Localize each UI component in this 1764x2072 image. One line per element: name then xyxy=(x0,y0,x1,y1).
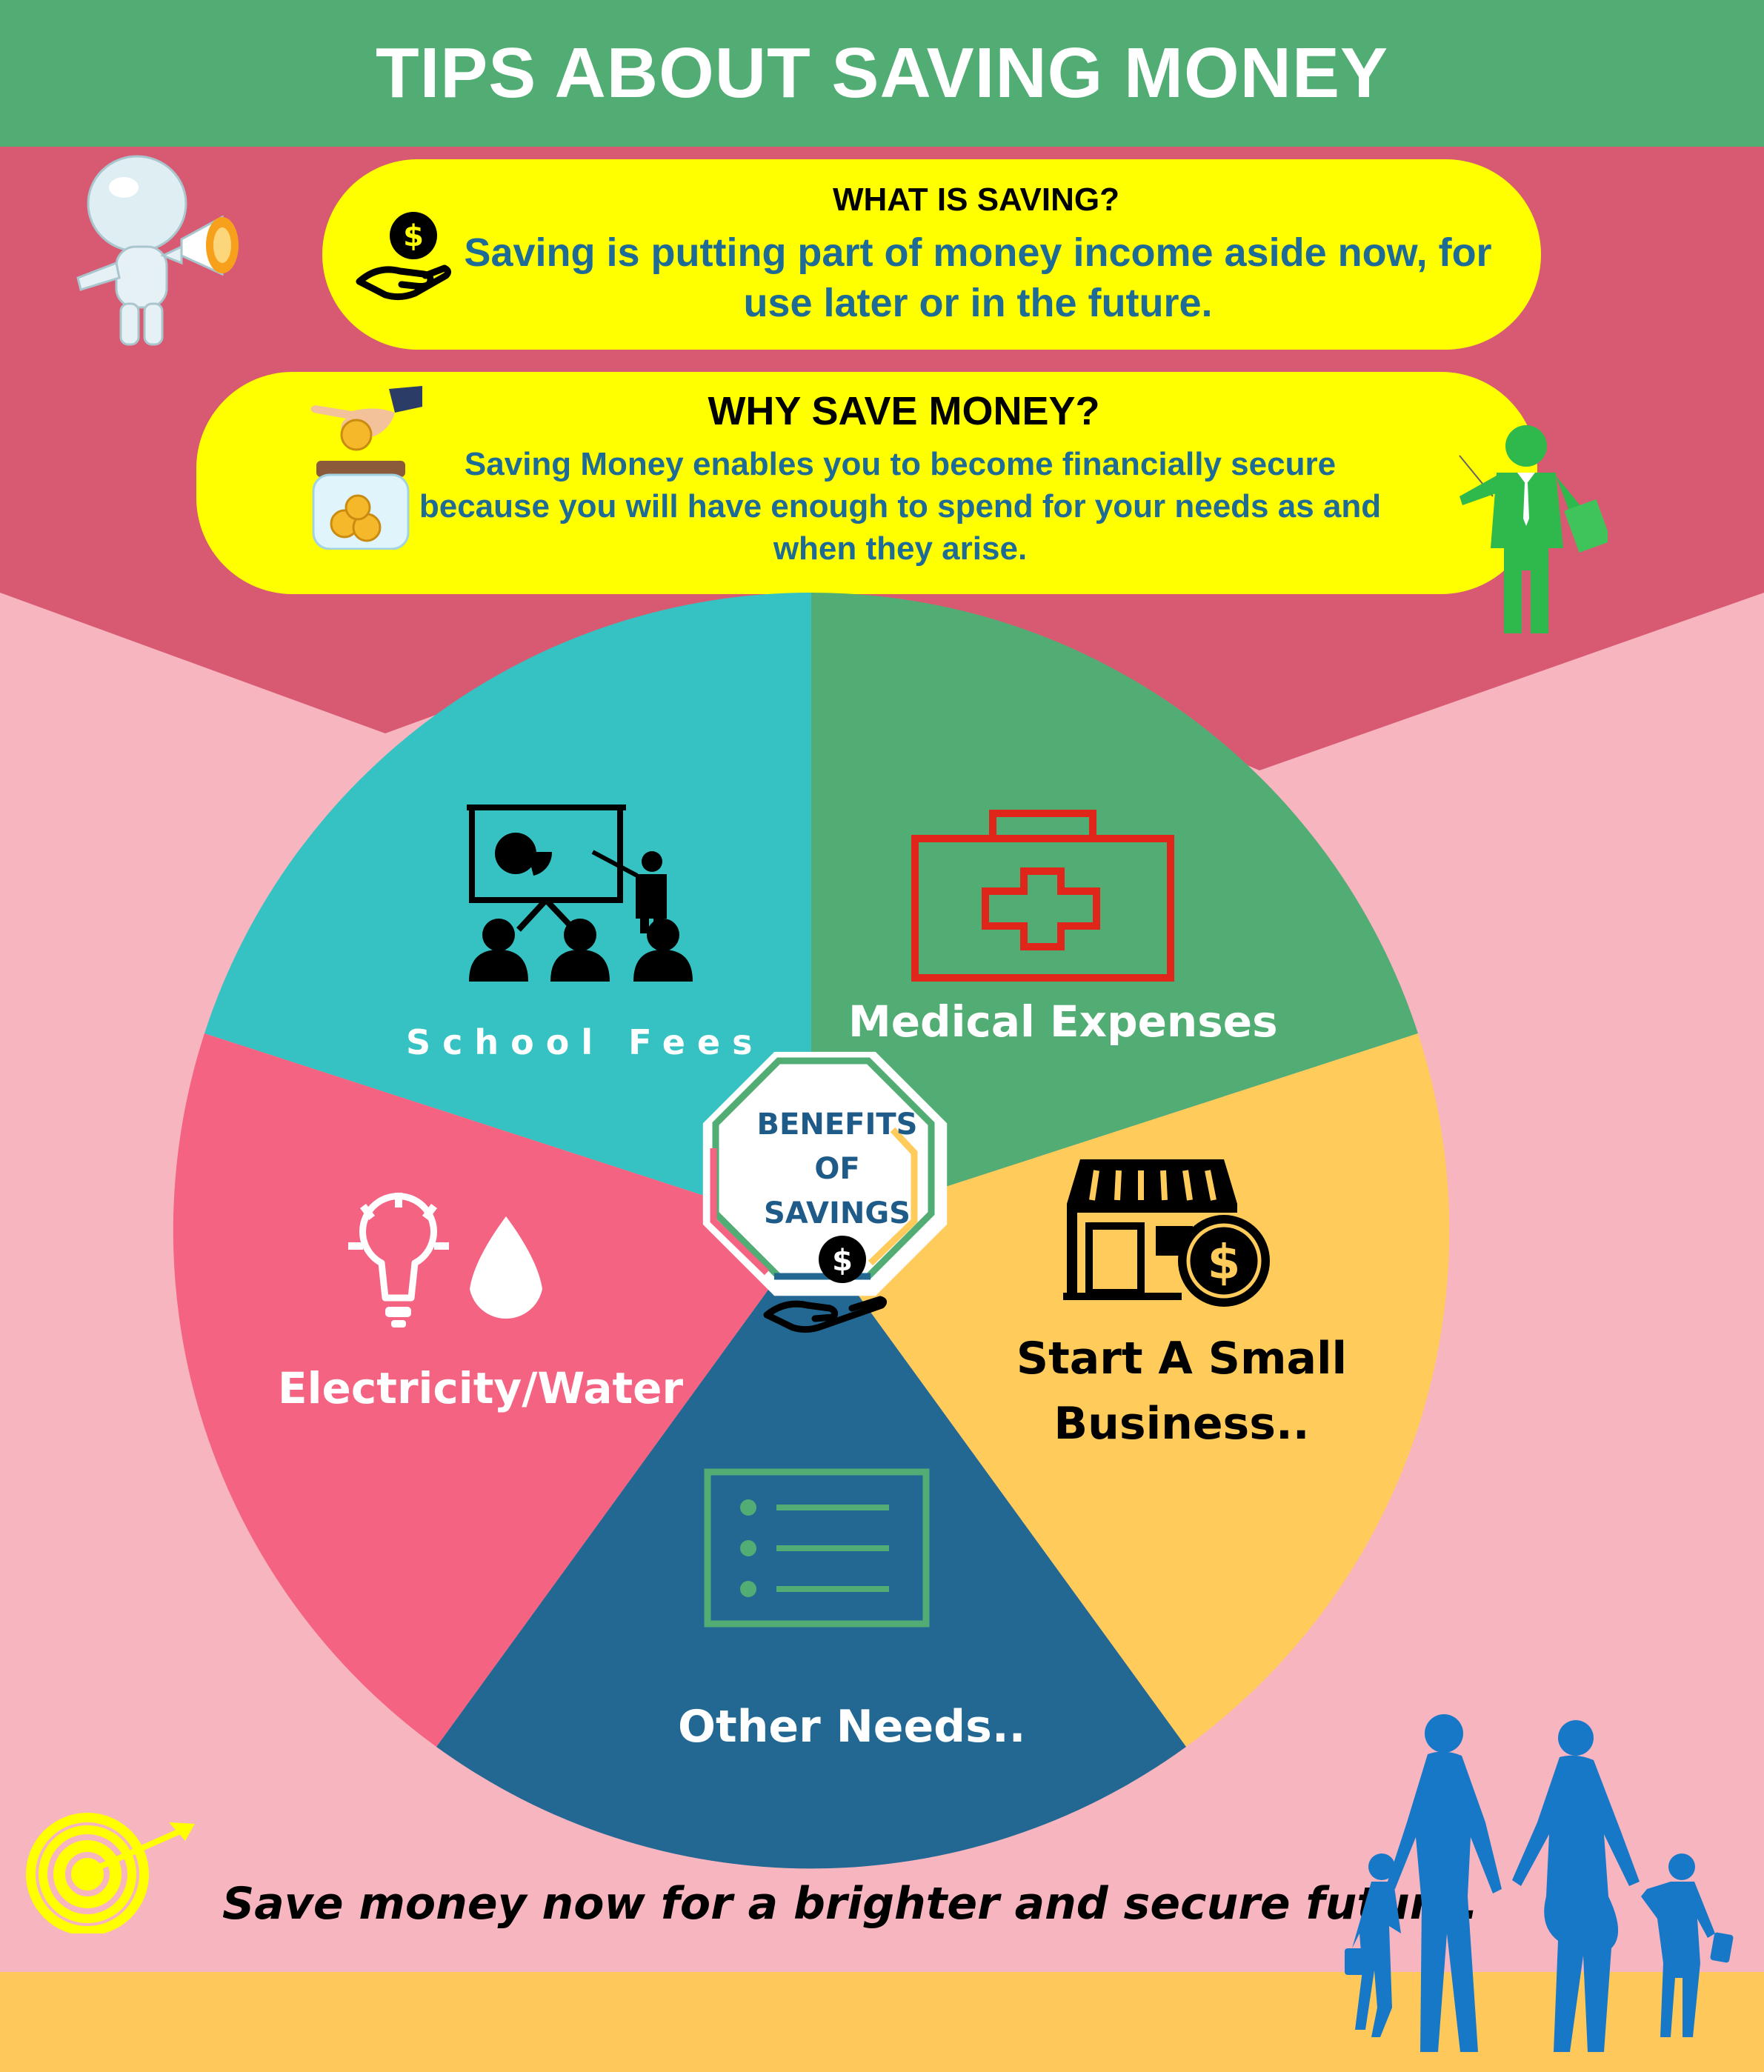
why-save-money-text: Saving Money enables you to become finan… xyxy=(419,446,1382,567)
header-bar: TIPS ABOUT SAVING MONEY xyxy=(0,0,1764,147)
label-start-business: Start A Small Business.. xyxy=(1011,1326,1352,1456)
svg-text:$: $ xyxy=(1208,1236,1241,1290)
businessman-icon xyxy=(1459,425,1608,633)
label-medical-expenses: Medical Expenses xyxy=(848,996,1278,1047)
coin-jar-icon xyxy=(310,386,422,550)
hand-dollar-icon: $ xyxy=(356,212,452,301)
svg-text:$: $ xyxy=(403,219,424,253)
segment-start-business xyxy=(811,1033,1450,1747)
target-arrow-icon xyxy=(26,1813,195,1933)
page-title: TIPS ABOUT SAVING MONEY xyxy=(375,33,1389,113)
benefits-title-line2: OF xyxy=(814,1152,860,1186)
benefits-of-savings-title: BENEFITS OF SAVINGS xyxy=(741,1102,933,1236)
bulb-water-drop-icon xyxy=(348,1193,542,1328)
label-start-business-line2: Business.. xyxy=(1054,1398,1310,1450)
what-is-saving-text: Saving is putting part of money income a… xyxy=(464,230,1492,325)
segment-school-fees xyxy=(204,593,811,1230)
label-other-needs: Other Needs.. xyxy=(678,1701,1026,1753)
segment-electricity-water xyxy=(173,1033,811,1747)
tagline: Save money now for a brighter and secure… xyxy=(222,1878,1479,1930)
shop-dollar-icon: $ xyxy=(1063,1159,1270,1307)
first-aid-kit-icon xyxy=(911,810,1174,982)
center-hand-dollar-icon: $ xyxy=(763,1236,888,1333)
label-electricity-water: Electricity/Water xyxy=(278,1363,684,1413)
checklist-icon xyxy=(704,1468,930,1628)
mascot-megaphone-icon xyxy=(76,155,239,346)
benefits-title-line3: SAVINGS xyxy=(763,1196,911,1230)
benefits-title-line1: BENEFITS xyxy=(756,1107,918,1142)
family-silhouette-icon xyxy=(1345,1714,1734,2052)
segment-medical-expenses xyxy=(811,593,1418,1230)
why-save-money-title: WHY SAVE MONEY? xyxy=(708,389,1100,433)
label-start-business-line1: Start A Small xyxy=(1016,1333,1348,1385)
svg-text:$: $ xyxy=(832,1244,853,1278)
presentation-audience-icon xyxy=(467,805,693,982)
why-save-money-card: WHY SAVE MONEY? Saving Money enables you… xyxy=(196,372,1537,594)
benefits-badge xyxy=(702,1051,948,1296)
what-is-saving-title: WHAT IS SAVING? xyxy=(832,181,1120,218)
what-is-saving-card: $ WHAT IS SAVING? Saving is putting part… xyxy=(322,159,1541,350)
label-school-fees: School Fees xyxy=(406,1022,765,1062)
